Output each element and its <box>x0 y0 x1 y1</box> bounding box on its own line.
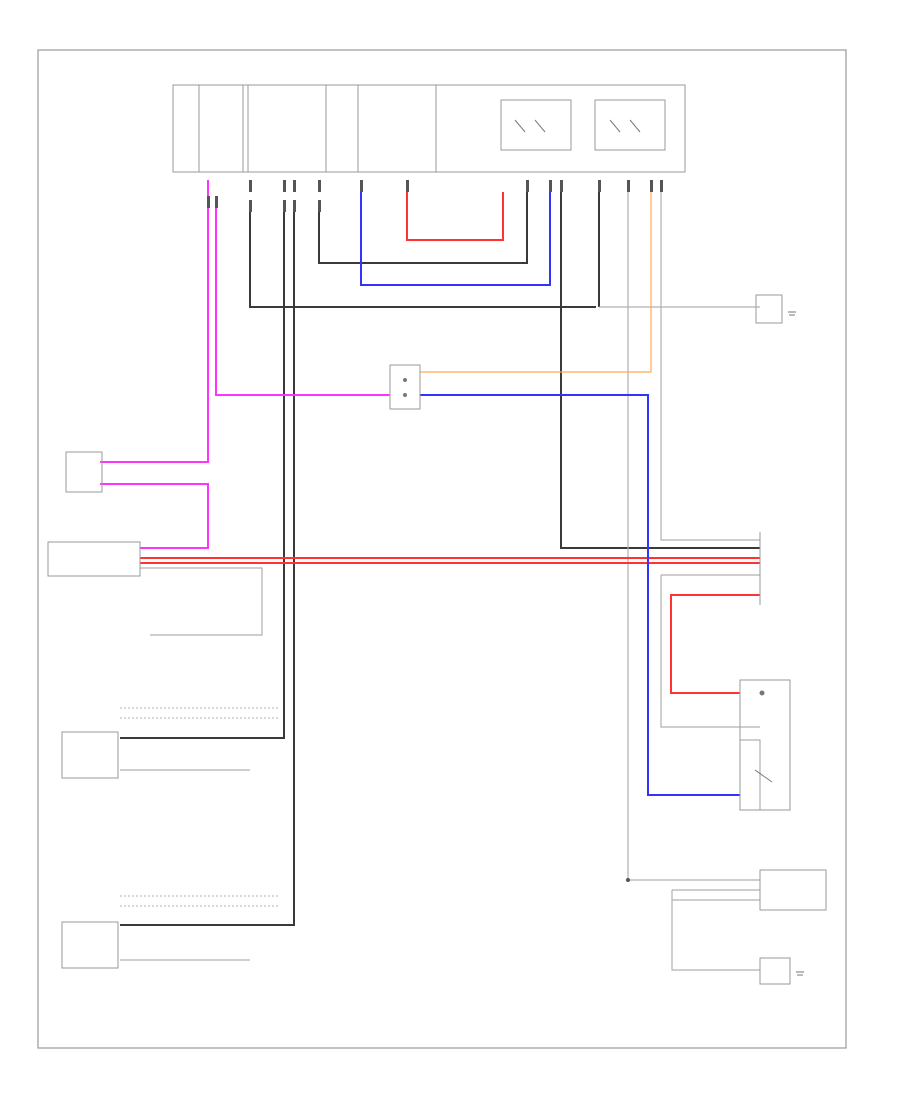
headlight-relay-component <box>47 541 141 577</box>
wire-red <box>406 192 504 241</box>
pin <box>360 180 363 192</box>
red-wires <box>140 192 760 694</box>
left-ground-component <box>65 451 103 493</box>
grey-wires <box>120 192 761 971</box>
right-headlight-box <box>61 921 119 969</box>
wire-red <box>670 594 760 694</box>
pin <box>293 200 296 212</box>
wire-grey <box>671 889 760 971</box>
wire-grey <box>740 739 761 810</box>
pin <box>660 180 663 192</box>
top-right-ground <box>755 294 796 324</box>
pin <box>560 180 563 192</box>
headlight-switch-node <box>759 690 765 696</box>
relay-2-box <box>594 99 666 151</box>
daytime-running-relay-box <box>759 869 827 911</box>
junction-connector <box>389 364 421 410</box>
pin <box>283 200 286 212</box>
pin <box>293 180 296 192</box>
wire-pink <box>100 208 209 463</box>
top-right-ground-box <box>755 294 783 324</box>
pin <box>406 180 409 192</box>
headlight-switch-component <box>739 679 791 811</box>
right-ground-component <box>759 957 804 985</box>
junction-node <box>403 393 407 397</box>
fuse-cell-1 <box>198 84 244 173</box>
wire-red <box>140 557 760 564</box>
wire-orange <box>420 192 652 373</box>
wire-blue <box>360 192 551 286</box>
pin <box>249 180 252 192</box>
headlight-switch-contact <box>754 769 773 783</box>
wire-black <box>249 212 596 308</box>
wire-blue <box>420 394 740 796</box>
pin <box>549 180 552 192</box>
fuse-block-outline <box>172 84 686 173</box>
orange-wires <box>420 192 652 373</box>
pin <box>598 180 601 192</box>
blue-wires <box>360 192 740 796</box>
headlight-switch-box <box>739 679 791 811</box>
wire-splice <box>626 878 630 882</box>
fuse-cell-3 <box>357 84 437 173</box>
pin <box>215 196 218 208</box>
pin <box>249 200 252 212</box>
ground-symbol <box>796 971 804 976</box>
left-headlight-box <box>61 731 119 779</box>
wire-black <box>120 212 285 739</box>
wire-grey <box>660 192 760 541</box>
left-ground-box <box>65 451 103 493</box>
fuse-relay-block <box>172 84 686 173</box>
headlight-relay-box <box>47 541 141 577</box>
pin <box>283 180 286 192</box>
junction-node <box>403 378 407 382</box>
wire-black <box>560 192 760 549</box>
pin <box>526 180 529 192</box>
left-headlight-dashed <box>120 707 280 719</box>
junction-connector-box <box>389 364 421 410</box>
pink-wires <box>100 180 390 549</box>
pin <box>627 180 630 192</box>
right-headlight-dashed <box>120 895 280 907</box>
wire-black <box>120 212 295 926</box>
wire-grey <box>660 575 760 728</box>
pin <box>318 180 321 192</box>
right-headlight-component <box>61 895 280 969</box>
fuse-cell-2 <box>247 84 327 173</box>
wire-black <box>318 192 528 264</box>
wire-pink <box>100 483 209 549</box>
relay-2-contacts <box>609 119 641 133</box>
pin <box>318 200 321 212</box>
pin <box>207 196 210 208</box>
relay-1-contacts <box>514 119 546 133</box>
wire-pink <box>215 208 390 396</box>
right-ground-box <box>759 957 791 985</box>
left-headlight-component <box>61 707 280 779</box>
daytime-running-relay-component <box>759 869 827 911</box>
ground-symbol <box>788 311 796 316</box>
diagram-frame <box>37 49 847 1049</box>
wire-grey <box>140 567 263 636</box>
pin <box>650 180 653 192</box>
connector-pins <box>207 180 663 212</box>
relay-1-box <box>500 99 572 151</box>
black-wires <box>120 192 760 926</box>
